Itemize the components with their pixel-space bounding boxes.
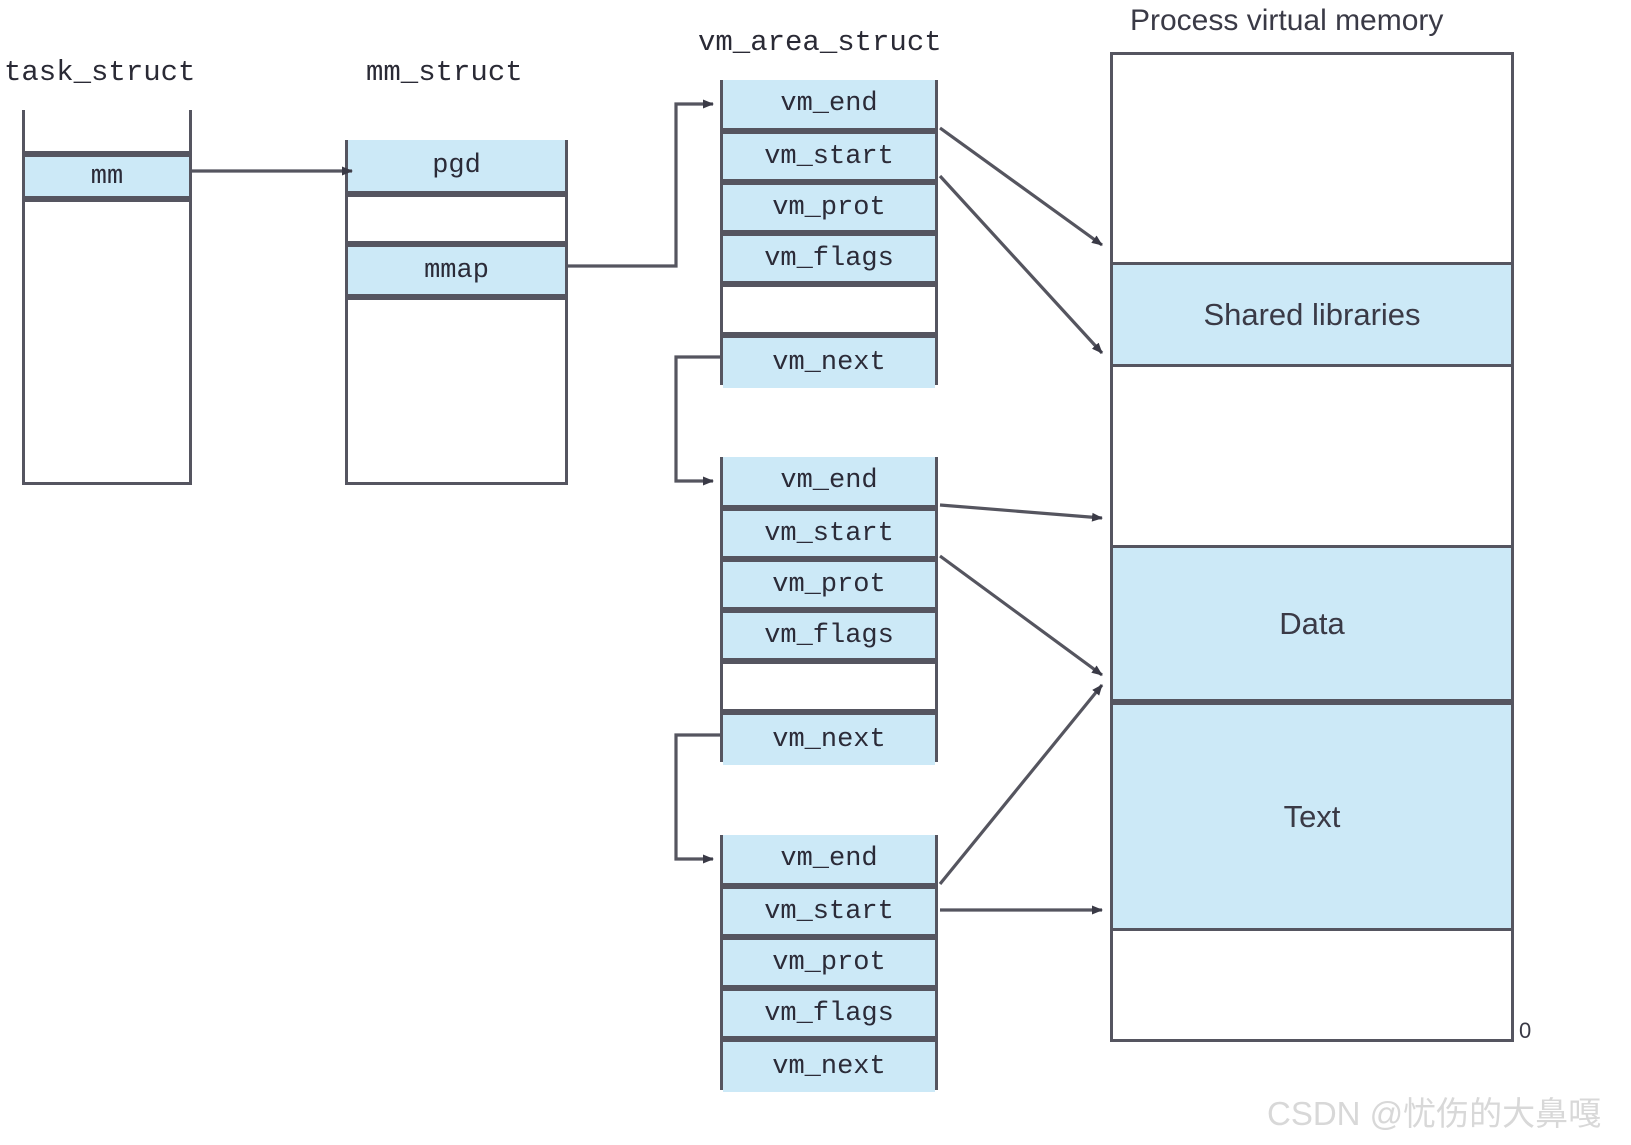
memory-bottom-address-label: 0: [1519, 1018, 1532, 1043]
vma1-row-vm-flags[interactable]: vm_flags: [723, 233, 935, 284]
vma2-row-vm-next[interactable]: vm_next: [723, 712, 935, 765]
connector-vma2-start-to-memory: [939, 554, 1103, 677]
connector-vma1-start-to-memory: [938, 174, 1104, 355]
vma1-row-vm-prot[interactable]: vm_prot: [723, 182, 935, 233]
vma2-row-vm-end[interactable]: vm_end: [723, 457, 935, 508]
process-virtual-memory-panel: Shared libraries Data Text: [1110, 52, 1514, 1042]
connector-vma1-next-to-vma2: [674, 355, 720, 486]
vma2-row-vm-prot[interactable]: vm_prot: [723, 559, 935, 610]
memory-segment-shared-libraries: Shared libraries: [1113, 262, 1511, 367]
vma1-row-vm-start[interactable]: vm_start: [723, 131, 935, 182]
task-struct-box: mm: [22, 110, 192, 485]
process-virtual-memory-title: Process virtual memory: [1130, 4, 1444, 37]
vma1-row-vm-end[interactable]: vm_end: [723, 80, 935, 131]
task-struct-row-mm[interactable]: mm: [25, 154, 189, 199]
vma3-row-vm-prot[interactable]: vm_prot: [723, 937, 935, 988]
vm-area-struct-box-3: vm_end vm_start vm_prot vm_flags vm_next: [720, 835, 938, 1092]
task-struct-row-0: [25, 110, 189, 154]
vma2-row-vm-start[interactable]: vm_start: [723, 508, 935, 559]
memory-segment-data: Data: [1113, 545, 1511, 702]
vm-area-struct-box-1: vm_end vm_start vm_prot vm_flags vm_next: [720, 80, 938, 388]
csdn-watermark: CSDN @忧伤的大鼻嘎: [1267, 1095, 1602, 1132]
mm-struct-title: mm_struct: [366, 56, 523, 89]
connector-vma2-end-to-memory: [939, 503, 1103, 522]
connector-vma3-end-to-memory: [938, 683, 1104, 886]
vma3-row-vm-flags[interactable]: vm_flags: [723, 988, 935, 1039]
mm-struct-row-pgd[interactable]: pgd: [348, 140, 565, 194]
mm-struct-row-mmap[interactable]: mmap: [348, 244, 565, 297]
vm-area-struct-box-2: vm_end vm_start vm_prot vm_flags vm_next: [720, 457, 938, 765]
mm-struct-row-1: [348, 194, 565, 244]
task-struct-row-2: [25, 199, 189, 482]
vma1-row-empty: [723, 284, 935, 335]
connector-mmap-to-vma1: [568, 99, 714, 268]
vma2-row-vm-flags[interactable]: vm_flags: [723, 610, 935, 661]
vm-area-struct-title: vm_area_struct: [698, 26, 942, 59]
vma3-row-vm-start[interactable]: vm_start: [723, 886, 935, 937]
connector-vma1-end-to-memory: [939, 126, 1103, 247]
connector-vma2-next-to-vma3: [674, 733, 720, 864]
vma2-row-empty: [723, 661, 935, 712]
mm-struct-box: pgd mmap: [345, 140, 568, 485]
vma3-row-vm-end[interactable]: vm_end: [723, 835, 935, 886]
mm-struct-row-3: [348, 297, 565, 482]
task-struct-title: task_struct: [4, 56, 196, 89]
vma1-row-vm-next[interactable]: vm_next: [723, 335, 935, 388]
memory-segment-text: Text: [1113, 702, 1511, 931]
vma3-row-vm-next[interactable]: vm_next: [723, 1039, 935, 1092]
